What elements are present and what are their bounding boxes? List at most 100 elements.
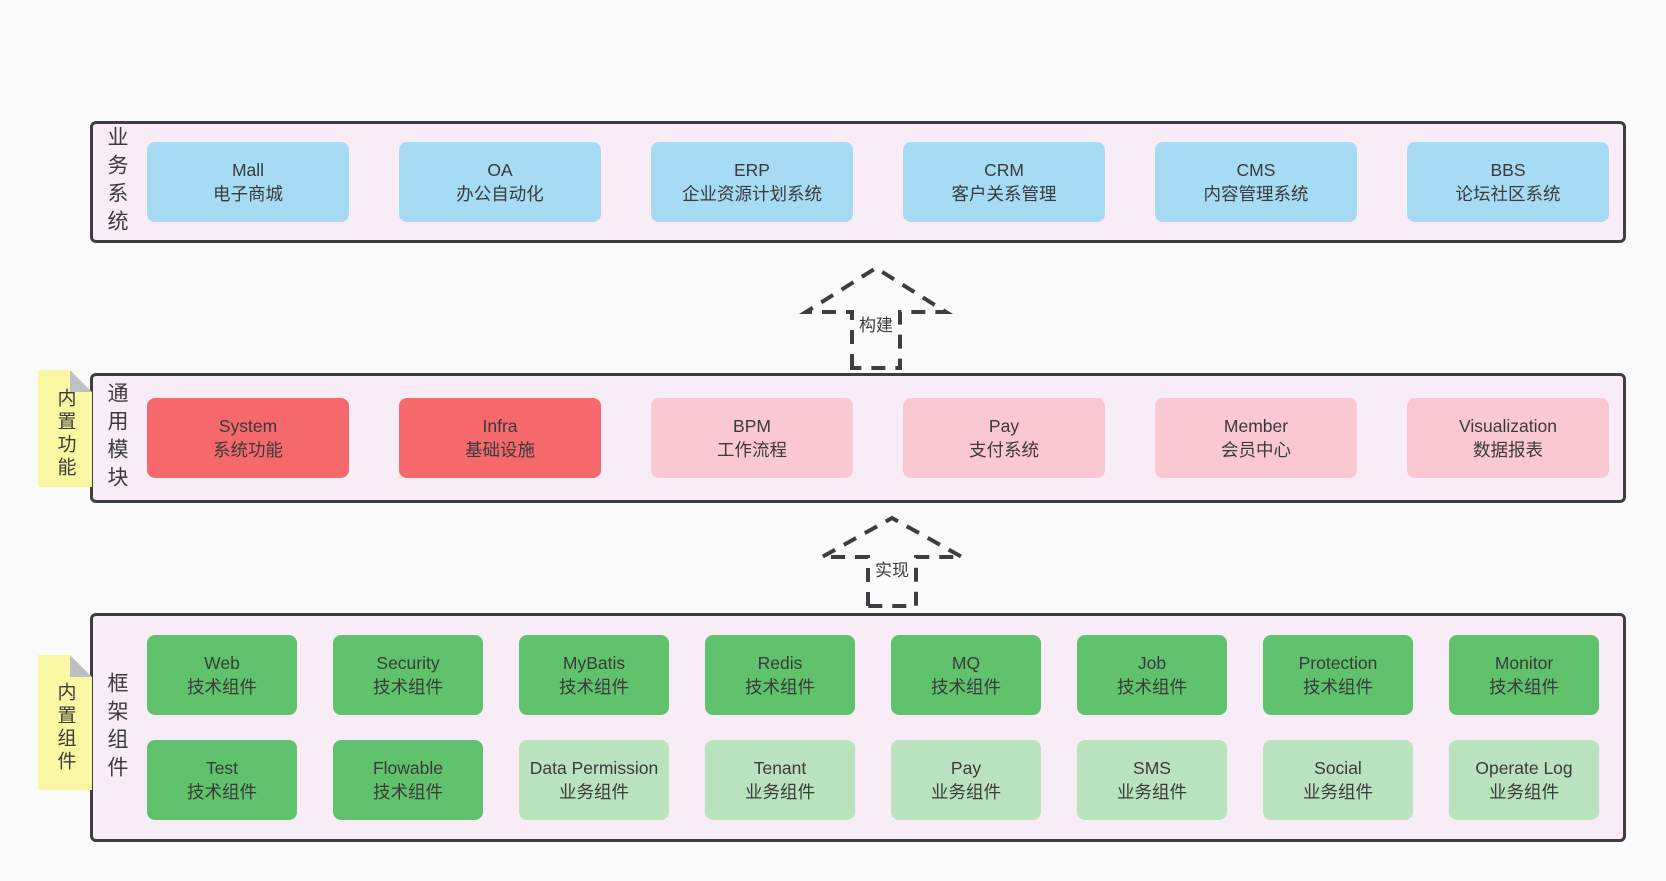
module-title: System <box>218 416 278 436</box>
folded-corner-icon <box>70 370 92 392</box>
module-box-data-permission: Data Permission 业务组件 <box>519 740 669 820</box>
module-title: CMS <box>1236 160 1276 180</box>
module-title: Operate Log <box>1475 758 1573 778</box>
band-business-systems: 业务系统 Mall 电子商城 OA 办公自动化 ERP 企业资源计划系统 CRM 客户关系管理… <box>90 121 1626 243</box>
module-subtitle: 支付系统 <box>969 440 1039 460</box>
module-box-flowable: Flowable 技术组件 <box>333 740 483 820</box>
module-box-oa: OA 办公自动化 <box>399 142 601 222</box>
module-box-bpm: BPM 工作流程 <box>651 398 853 478</box>
band-business-systems-content: Mall 电子商城 OA 办公自动化 ERP 企业资源计划系统 CRM 客户关系管理 CMS 内容… <box>147 142 1623 222</box>
module-subtitle: 业务组件 <box>1489 782 1559 802</box>
module-subtitle: 企业资源计划系统 <box>682 184 822 204</box>
build-arrow-icon: 构建 <box>799 265 953 370</box>
module-subtitle: 业务组件 <box>931 782 1001 802</box>
module-box-cms: CMS 内容管理系统 <box>1155 142 1357 222</box>
module-title: Infra <box>482 416 518 436</box>
module-box-member: Member 会员中心 <box>1155 398 1357 478</box>
module-subtitle: 技术组件 <box>745 677 815 697</box>
module-subtitle: 基础设施 <box>465 440 535 460</box>
common-modules-grid: System 系统功能 Infra 基础设施 BPM 工作流程 Pay 支付系统 Member 会… <box>147 398 1623 478</box>
module-subtitle: 技术组件 <box>373 782 443 802</box>
module-box-visualization: Visualization 数据报表 <box>1407 398 1609 478</box>
module-title: Data Permission <box>529 758 659 778</box>
module-subtitle: 技术组件 <box>1489 677 1559 697</box>
module-subtitle: 数据报表 <box>1473 440 1543 460</box>
module-subtitle: 技术组件 <box>559 677 629 697</box>
module-title: Security <box>376 653 440 673</box>
module-box-protection: Protection 技术组件 <box>1263 635 1413 715</box>
module-title: BPM <box>733 416 771 436</box>
module-title: Job <box>1137 653 1167 673</box>
module-title: Tenant <box>753 758 807 778</box>
module-title: BBS <box>1490 160 1526 180</box>
sticky-note-built-in-components: 内置组件 <box>38 655 92 790</box>
module-title: MQ <box>951 653 981 673</box>
module-title: Pay <box>988 416 1020 436</box>
module-box-crm: CRM 客户关系管理 <box>903 142 1105 222</box>
folded-corner-icon <box>70 655 92 677</box>
module-title: MyBatis <box>562 653 626 673</box>
module-subtitle: 客户关系管理 <box>951 184 1057 204</box>
module-subtitle: 技术组件 <box>187 782 257 802</box>
module-title: CRM <box>984 160 1024 180</box>
module-subtitle: 办公自动化 <box>456 184 544 204</box>
module-subtitle: 技术组件 <box>931 677 1001 697</box>
module-title: Redis <box>757 653 803 673</box>
module-box-job: Job 技术组件 <box>1077 635 1227 715</box>
module-box-mall: Mall 电子商城 <box>147 142 349 222</box>
module-subtitle: 内容管理系统 <box>1203 184 1309 204</box>
module-box-erp: ERP 企业资源计划系统 <box>651 142 853 222</box>
module-title: Mall <box>231 160 265 180</box>
module-box-tenant: Tenant 业务组件 <box>705 740 855 820</box>
band-common-modules-content: System 系统功能 Infra 基础设施 BPM 工作流程 Pay 支付系统 Member 会… <box>147 398 1623 478</box>
module-box-system: System 系统功能 <box>147 398 349 478</box>
implement-arrow-icon: 实现 <box>814 515 970 608</box>
module-subtitle: 系统功能 <box>213 440 283 460</box>
module-box-pay: Pay 业务组件 <box>891 740 1041 820</box>
module-box-redis: Redis 技术组件 <box>705 635 855 715</box>
band-business-systems-label: 业务系统 <box>105 126 128 238</box>
module-subtitle: 会员中心 <box>1221 440 1291 460</box>
band-framework-components-label: 框架组件 <box>105 671 128 784</box>
module-subtitle: 论坛社区系统 <box>1455 184 1561 204</box>
module-title: OA <box>487 160 513 180</box>
business-systems-grid: Mall 电子商城 OA 办公自动化 ERP 企业资源计划系统 CRM 客户关系管理 CMS 内容… <box>147 142 1623 222</box>
module-box-pay: Pay 支付系统 <box>903 398 1105 478</box>
module-subtitle: 业务组件 <box>559 782 629 802</box>
module-title: Test <box>205 758 239 778</box>
module-title: Visualization <box>1459 416 1557 436</box>
module-subtitle: 技术组件 <box>1303 677 1373 697</box>
module-subtitle: 技术组件 <box>187 677 257 697</box>
module-subtitle: 电子商城 <box>213 184 283 204</box>
build-arrow-label: 构建 <box>859 316 893 335</box>
module-box-infra: Infra 基础设施 <box>399 398 601 478</box>
module-subtitle: 业务组件 <box>1117 782 1187 802</box>
module-title: Pay <box>950 758 982 778</box>
module-subtitle: 技术组件 <box>1117 677 1187 697</box>
module-title: Social <box>1314 758 1362 778</box>
module-box-bbs: BBS 论坛社区系统 <box>1407 142 1609 222</box>
sticky-note-built-in-features-label: 内置功能 <box>54 387 76 480</box>
module-subtitle: 业务组件 <box>745 782 815 802</box>
module-title: Flowable <box>372 758 444 778</box>
module-title: Web <box>204 653 240 673</box>
module-title: SMS <box>1133 758 1171 778</box>
module-box-web: Web 技术组件 <box>147 635 297 715</box>
sticky-note-built-in-features: 内置功能 <box>38 370 92 487</box>
module-subtitle: 工作流程 <box>717 440 787 460</box>
module-box-mq: MQ 技术组件 <box>891 635 1041 715</box>
module-box-test: Test 技术组件 <box>147 740 297 820</box>
module-title: Protection <box>1298 653 1378 673</box>
module-box-sms: SMS 业务组件 <box>1077 740 1227 820</box>
implement-arrow-label: 实现 <box>875 561 909 580</box>
module-title: Member <box>1223 416 1289 436</box>
sticky-note-built-in-components-label: 内置组件 <box>54 681 76 774</box>
module-title: ERP <box>734 160 770 180</box>
